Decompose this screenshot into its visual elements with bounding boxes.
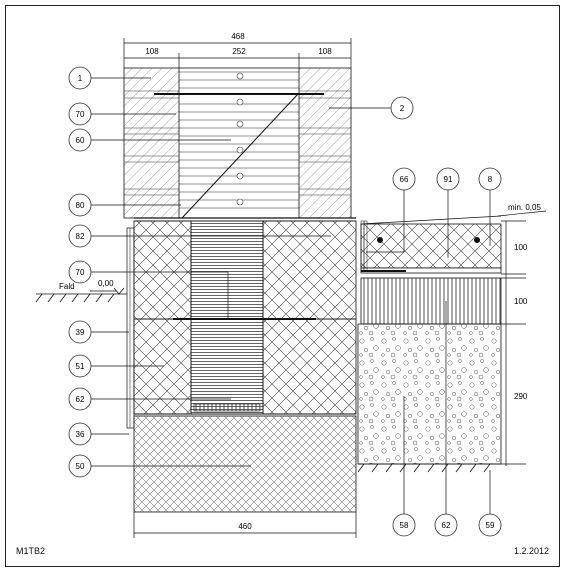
dim-top-mid: 252	[232, 47, 246, 56]
svg-text:70: 70	[76, 268, 85, 277]
callout-8: 8	[478, 167, 502, 191]
dim-right-3: 290	[514, 392, 528, 401]
svg-text:1: 1	[78, 74, 83, 83]
ground-label: Fald	[59, 282, 75, 291]
inner-brick-leaf	[299, 68, 351, 218]
callout-60: 60	[68, 128, 92, 152]
upper-wall	[123, 67, 352, 219]
dim-right-1: 100	[514, 243, 528, 252]
section-drawing: 468 108 252 108	[35, 32, 547, 538]
callout-39: 39	[68, 320, 92, 344]
svg-text:39: 39	[76, 328, 85, 337]
svg-text:36: 36	[76, 430, 85, 439]
callout-58: 58	[392, 513, 416, 537]
drawing-date: 1.2.2012	[513, 546, 549, 556]
svg-text:80: 80	[76, 201, 85, 210]
drawing-code: M1TB2	[16, 546, 46, 556]
dim-top-right: 108	[318, 47, 332, 56]
callout-82: 82	[68, 224, 92, 248]
svg-text:2: 2	[400, 104, 405, 113]
svg-text:50: 50	[76, 462, 85, 471]
callout-80: 80	[68, 193, 92, 217]
ground-outside	[35, 287, 127, 303]
svg-text:58: 58	[400, 521, 409, 530]
svg-text:62: 62	[442, 521, 451, 530]
svg-text:66: 66	[400, 175, 409, 184]
callout-91: 91	[436, 167, 460, 191]
svg-text:62: 62	[76, 395, 85, 404]
svg-text:59: 59	[486, 521, 495, 530]
subgrade	[357, 463, 501, 473]
drawing-sheet: 468 108 252 108	[5, 5, 560, 567]
callout-50: 50	[68, 454, 92, 478]
svg-text:8: 8	[488, 175, 493, 184]
ground-level: 0,00	[98, 279, 114, 288]
svg-text:82: 82	[76, 232, 85, 241]
outer-brick-leaf	[124, 68, 179, 218]
foundation-wall	[126, 217, 357, 513]
callout-59: 59	[478, 513, 502, 537]
svg-text:60: 60	[76, 136, 85, 145]
floor-slab	[360, 223, 502, 269]
floor-build-up	[357, 215, 502, 465]
callout-66: 66	[392, 167, 416, 191]
callout-62-left: 62	[68, 387, 92, 411]
callout-70-lower: 70	[68, 260, 92, 284]
dim-slope: min. 0,05	[508, 203, 541, 212]
callout-70-upper: 70	[68, 102, 92, 126]
callout-51: 51	[68, 354, 92, 378]
top-dimension-lines	[123, 38, 352, 68]
svg-text:91: 91	[444, 175, 453, 184]
callout-1: 1	[68, 66, 92, 90]
dim-bottom-total: 460	[238, 522, 252, 531]
callout-2: 2	[390, 96, 414, 120]
floor-insulation	[360, 277, 502, 325]
dim-top-total: 468	[231, 32, 245, 41]
dim-top-left: 108	[145, 47, 159, 56]
svg-text:70: 70	[76, 110, 85, 119]
leader-lines	[91, 77, 491, 514]
bottom-dimension-lines	[133, 512, 357, 538]
dim-right-2: 100	[514, 297, 528, 306]
right-dimension-lines	[497, 210, 547, 466]
callout-62-bottom: 62	[434, 513, 458, 537]
callout-36: 36	[68, 422, 92, 446]
svg-text:51: 51	[76, 362, 85, 371]
gravel-fill	[357, 323, 502, 465]
